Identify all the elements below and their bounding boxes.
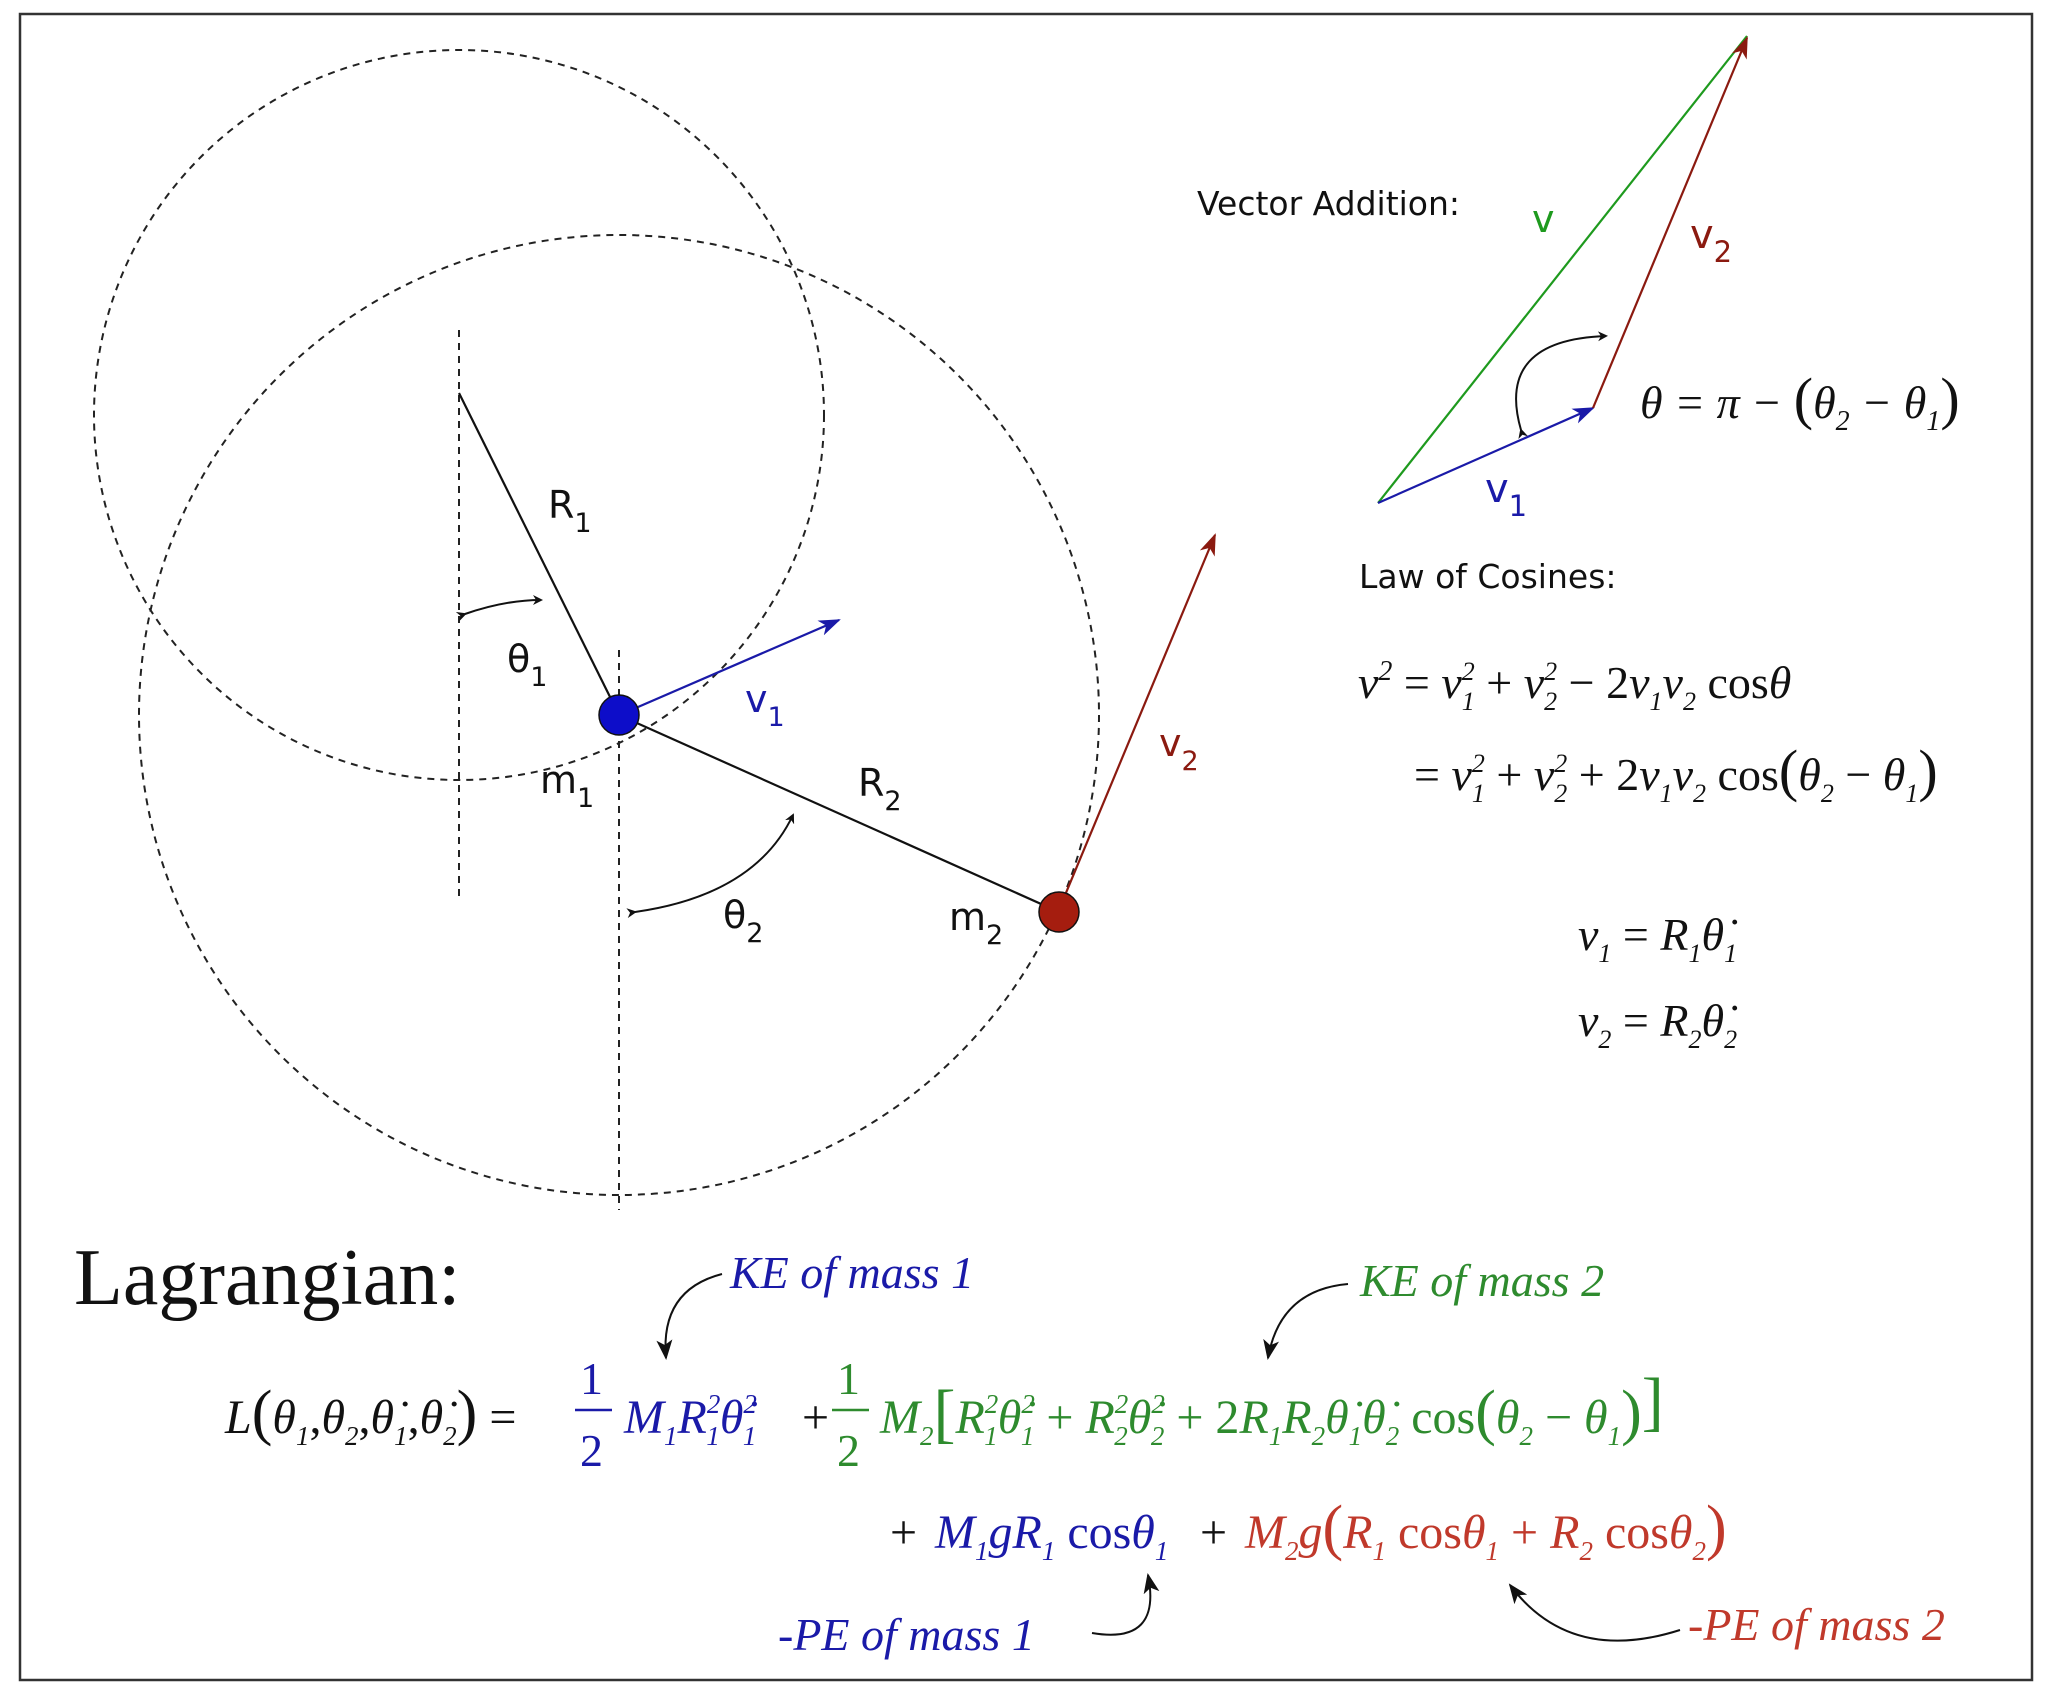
vector-sum-v-arrow <box>1377 35 1748 504</box>
label-theta1: θ1 <box>507 637 547 693</box>
v2-definition: v2 = R2θ̇2 <box>1578 995 1738 1054</box>
vector-v2-arrow <box>1591 36 1749 409</box>
label-v1: v1 <box>745 677 785 733</box>
note-pe-mass2-arrow <box>1508 1583 1681 1642</box>
ke1-half-numerator: 1 <box>580 1353 603 1404</box>
note-pe-mass1-arrow <box>1091 1573 1160 1636</box>
label-v2: v2 <box>1159 721 1199 777</box>
mass1-orbit-circle <box>93 49 825 781</box>
label-theta2: θ2 <box>723 893 763 949</box>
lagrangian-lhs: L(θ1,θ2,θ̇1,θ̇2) = <box>224 1379 528 1451</box>
note-pe-mass2: -PE of mass 2 <box>1688 1599 1945 1650</box>
label-r2: R2 <box>858 761 902 817</box>
label-r1: R1 <box>548 483 592 539</box>
label-m2: m2 <box>949 895 1003 951</box>
vector-v2-label: v2 <box>1690 212 1732 269</box>
theta-definition-equation: θ = π − (θ2 − θ1) <box>1640 366 1960 437</box>
ke-plus: + <box>790 1391 841 1444</box>
rod-r2 <box>618 713 1060 914</box>
label-m1: m1 <box>540 758 594 814</box>
v1-definition: v1 = R1θ̇1 <box>1578 909 1738 968</box>
note-ke-mass2: KE of mass 2 <box>1359 1255 1604 1306</box>
figure-frame <box>18 12 2034 1682</box>
vector-addition-title: Vector Addition: <box>1197 184 1460 223</box>
theta1-angle-arrow <box>455 595 543 622</box>
ke1-half-denominator: 2 <box>580 1425 603 1476</box>
mass2-orbit-circle <box>138 234 1100 1196</box>
note-ke-mass1-arrow <box>656 1273 723 1360</box>
vector-v-label: v <box>1532 197 1555 241</box>
pe1-term: M1gR1 cosθ1 <box>934 1506 1168 1566</box>
law-of-cosines-title: Law of Cosines: <box>1359 557 1617 596</box>
velocity-v2-arrow <box>1061 533 1217 901</box>
pe-plus-leading: + <box>890 1506 929 1559</box>
velocity-v1-arrow <box>630 618 841 712</box>
vector-v1-label: v1 <box>1485 466 1527 523</box>
theta2-angle-arrow <box>626 813 795 919</box>
pe2-term: M2g(R1 cosθ1 + R2 cosθ2) <box>1244 1494 1727 1566</box>
mass1-bob <box>598 694 640 736</box>
note-ke-mass2-arrow <box>1263 1283 1349 1360</box>
note-pe-mass1: -PE of mass 1 <box>778 1609 1035 1660</box>
ke2-half-numerator: 1 <box>837 1353 860 1404</box>
vector-angle-arrow <box>1515 331 1608 440</box>
ke2-half-denominator: 2 <box>837 1425 860 1476</box>
pe-plus: + <box>1188 1506 1239 1559</box>
mass2-bob <box>1038 891 1080 933</box>
note-ke-mass1: KE of mass 1 <box>729 1247 974 1298</box>
lagrangian-title: Lagrangian: <box>74 1234 460 1322</box>
rod-r1 <box>458 392 620 716</box>
